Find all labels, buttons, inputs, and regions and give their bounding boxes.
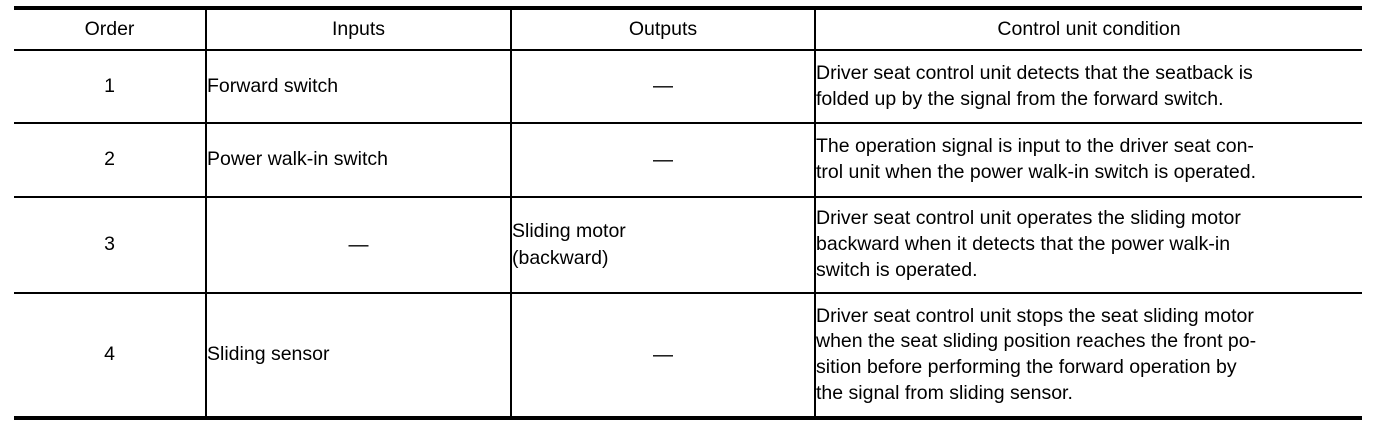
cell-order: 2 [14, 123, 206, 198]
cell-outputs: — [510, 123, 815, 198]
cell-condition: The operation signal is input to the dri… [814, 123, 1362, 198]
cell-outputs: — [510, 50, 815, 124]
cell-inputs: Sliding sensor [205, 293, 511, 420]
table-row: 1 Forward switch — Driver seat control u… [14, 50, 1362, 124]
cell-inputs: Forward switch [205, 50, 511, 124]
condition-line: Driver seat control unit stops the seat … [816, 304, 1254, 327]
cell-condition: Driver seat control unit operates the sl… [814, 197, 1362, 294]
column-header-order: Order [14, 6, 206, 51]
condition-line: folded up by the signal from the forward… [816, 87, 1224, 110]
table-row: 2 Power walk-in switch — The operation s… [14, 123, 1362, 198]
cell-order: 1 [14, 50, 206, 124]
column-header-inputs: Inputs [205, 6, 511, 51]
condition-line: Driver seat control unit operates the sl… [816, 207, 1241, 230]
condition-line: when the seat sliding position reaches t… [816, 330, 1257, 353]
column-header-outputs: Outputs [510, 6, 815, 51]
table-head: Order Inputs Outputs Control unit condit… [14, 6, 1362, 51]
cell-inputs: — [205, 197, 511, 294]
condition-line: backward when it detects that the power … [816, 233, 1231, 256]
outputs-line: (backward) [512, 247, 609, 269]
cell-outputs: — [510, 293, 815, 420]
cell-outputs: Sliding motor (backward) [510, 197, 815, 294]
cell-inputs: Power walk-in switch [205, 123, 511, 198]
condition-line: Driver seat control unit detects that th… [816, 61, 1253, 84]
control-sequence-table: Order Inputs Outputs Control unit condit… [14, 6, 1362, 420]
outputs-line: Sliding motor [512, 220, 626, 243]
condition-line: switch is operated. [816, 258, 978, 281]
cell-order: 3 [14, 197, 206, 294]
table-header-row: Order Inputs Outputs Control unit condit… [14, 6, 1362, 51]
table-row: 4 Sliding sensor — Driver seat control u… [14, 293, 1362, 420]
table-row: 3 — Sliding motor (backward) Driver seat… [14, 197, 1362, 294]
column-header-control-unit-condition: Control unit condition [814, 6, 1362, 51]
table-container: Order Inputs Outputs Control unit condit… [14, 6, 1362, 420]
cell-condition: Driver seat control unit stops the seat … [814, 293, 1362, 420]
cell-order: 4 [14, 293, 206, 420]
condition-line: The operation signal is input to the dri… [816, 135, 1254, 158]
table-body: 1 Forward switch — Driver seat control u… [14, 50, 1362, 420]
condition-line: the signal from sliding sensor. [816, 381, 1073, 404]
condition-line: sition before performing the forward ope… [816, 356, 1237, 378]
cell-condition: Driver seat control unit detects that th… [814, 50, 1362, 124]
condition-line: trol unit when the power walk-in switch … [816, 161, 1257, 183]
